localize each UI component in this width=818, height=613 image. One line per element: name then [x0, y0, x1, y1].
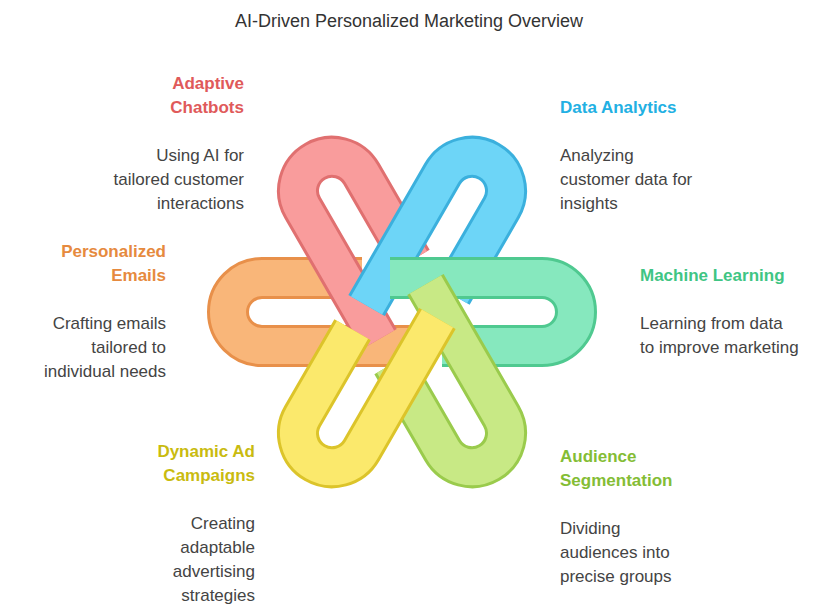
topic-heading: Personalized Emails: [21, 240, 166, 288]
topic-description: Dividing audiences into precise groups: [560, 517, 700, 589]
topic-heading: Machine Learning: [640, 264, 800, 288]
yellow-loop: [286, 285, 438, 480]
topic-block: Personalized EmailsCrafting emails tailo…: [21, 240, 166, 384]
diagram-title: AI-Driven Personalized Marketing Overvie…: [0, 11, 818, 32]
topic-block: Adaptive ChatbotsUsing AI for tailored c…: [99, 72, 244, 216]
topic-description: Learning from data to improve marketing: [640, 312, 800, 360]
topic-description: Creating adaptable advertising strategie…: [140, 512, 255, 608]
topic-description: Using AI for tailored customer interacti…: [99, 144, 244, 216]
topic-description: Crafting emails tailored to individual n…: [21, 312, 166, 384]
topic-block: Data AnalyticsAnalyzing customer data fo…: [560, 96, 705, 216]
topic-block: Audience SegmentationDividing audiences …: [560, 445, 700, 589]
topic-heading: Audience Segmentation: [560, 445, 700, 493]
topic-heading: Adaptive Chatbots: [99, 72, 244, 120]
topic-block: Machine LearningLearning from data to im…: [640, 264, 800, 360]
topic-block: Dynamic Ad CampaignsCreating adaptable a…: [140, 440, 255, 608]
topic-heading: Data Analytics: [560, 96, 705, 120]
topic-heading: Dynamic Ad Campaigns: [140, 440, 255, 488]
topic-description: Analyzing customer data for insights: [560, 144, 705, 216]
